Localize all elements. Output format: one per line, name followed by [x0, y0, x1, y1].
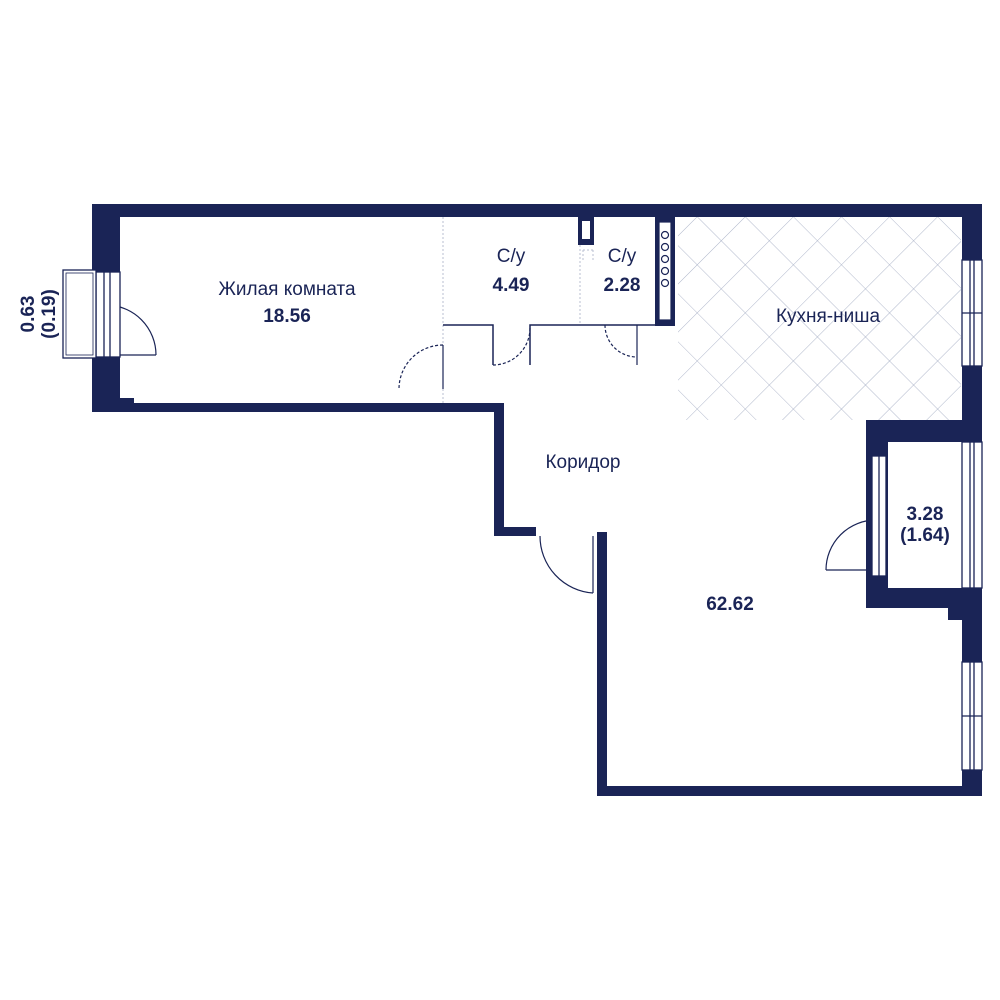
- bathroom2-name: С/у: [608, 246, 637, 267]
- bathroom1-name: С/у: [497, 246, 526, 267]
- living-room-area: 18.56: [263, 306, 311, 327]
- kitchen-riser-pipes: [658, 221, 672, 321]
- corridor-name: Коридор: [545, 452, 620, 473]
- total-area: 62.62: [706, 594, 754, 615]
- kitchen-floor-tiles: [678, 217, 961, 420]
- windows: [95, 259, 983, 771]
- kitchen-name: Кухня-ниша: [776, 306, 881, 327]
- vent-shaft-inner: [582, 221, 590, 239]
- balcony-left-inner: [65, 272, 94, 356]
- balcony-left-outline: [62, 269, 97, 359]
- balcony-left-area: 0.63: [18, 296, 39, 333]
- balcony-right-reduced: (1.64): [900, 525, 950, 546]
- bathroom-walls: [443, 324, 655, 365]
- bathroom2-area: 2.28: [604, 275, 641, 296]
- living-room-name: Жилая комната: [218, 279, 356, 300]
- bathroom1-area: 4.49: [493, 275, 530, 296]
- partitions: [442, 217, 594, 403]
- balcony-left-reduced: (0.19): [39, 289, 60, 339]
- balcony-right-area: 3.28: [907, 504, 944, 525]
